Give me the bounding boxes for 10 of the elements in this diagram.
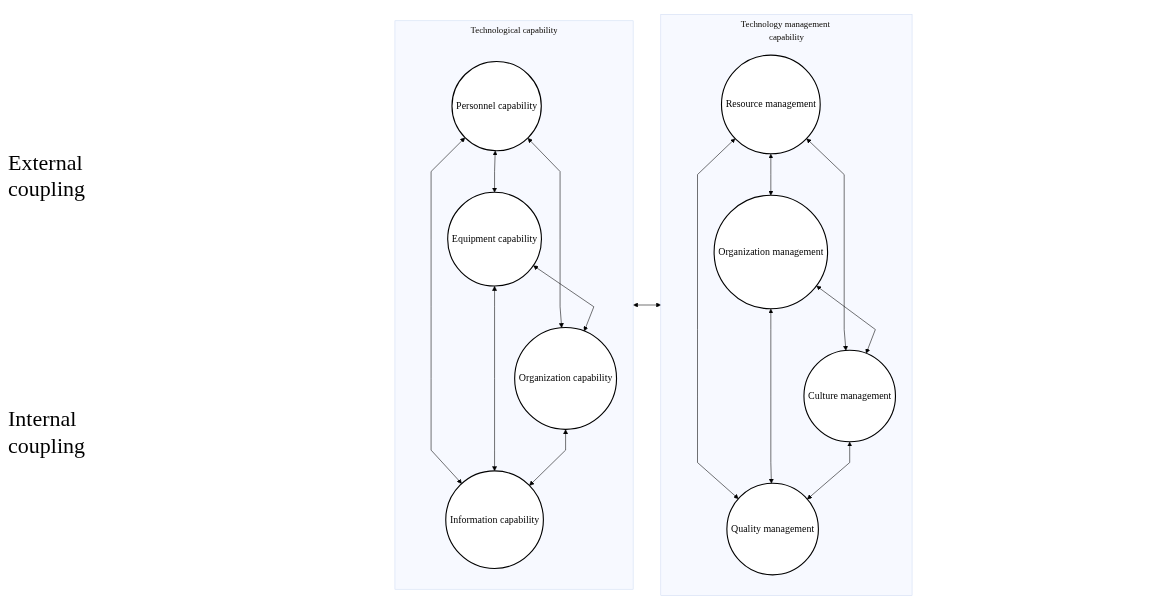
node-circle: Quality management bbox=[726, 482, 819, 575]
node-circle: Information capability bbox=[445, 469, 544, 569]
node-circle: Equipment capability bbox=[447, 191, 542, 287]
node-circle: Organization capability bbox=[514, 326, 618, 430]
node-circle: Culture management bbox=[803, 349, 897, 442]
side-label: Internal coupling bbox=[8, 406, 86, 460]
node-circle: Resource management bbox=[720, 54, 821, 154]
node-circle: Personnel capability bbox=[451, 60, 542, 151]
side-label: External coupling bbox=[8, 149, 86, 203]
node-circle: Organization management bbox=[713, 194, 829, 309]
